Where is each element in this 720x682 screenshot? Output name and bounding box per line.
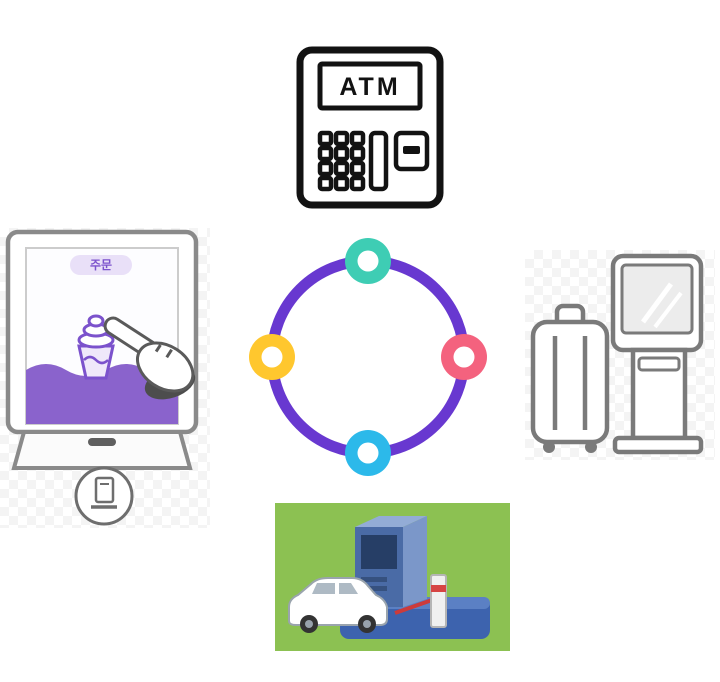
cycle-node-right — [441, 334, 487, 380]
cycle-ring — [266, 255, 470, 459]
parking-kiosk-illustration — [275, 503, 510, 651]
stand-slot — [88, 438, 116, 446]
atm-cash-slot — [368, 130, 389, 192]
cycle-node-top — [345, 238, 391, 284]
checkin-kiosk-icon — [610, 253, 704, 455]
cycle-node-bottom — [345, 430, 391, 476]
luggage-icon — [530, 303, 610, 453]
parking-kiosk-svg — [275, 503, 510, 651]
checkin-kiosk-illustration — [525, 250, 715, 460]
car-icon — [288, 577, 388, 633]
atm-machine-svg: ATM — [296, 46, 444, 209]
order-pill — [70, 255, 132, 275]
atm-screen — [317, 61, 423, 111]
touch-hand-icon — [103, 316, 196, 400]
wave-graphic — [26, 364, 178, 424]
atm-keypad — [317, 130, 366, 192]
cycle-svg — [249, 238, 487, 476]
order-kiosk-stand — [11, 430, 193, 470]
order-pill-label: 주문 — [90, 258, 112, 272]
order-kiosk-illustration: 주문 — [0, 228, 210, 528]
ice-cream-icon — [77, 314, 115, 380]
atm-machine-icon: ATM — [295, 45, 445, 210]
card-payment-icon — [74, 466, 134, 526]
cycle-diagram — [248, 237, 488, 477]
atm-card-slot-icon — [403, 146, 420, 154]
atm-label: ATM — [339, 73, 400, 101]
barrier-pole-icon — [394, 574, 447, 628]
cycle-node-left — [249, 334, 295, 380]
checkin-kiosk-svg — [530, 253, 704, 455]
order-kiosk-svg: 주문 — [5, 229, 199, 526]
